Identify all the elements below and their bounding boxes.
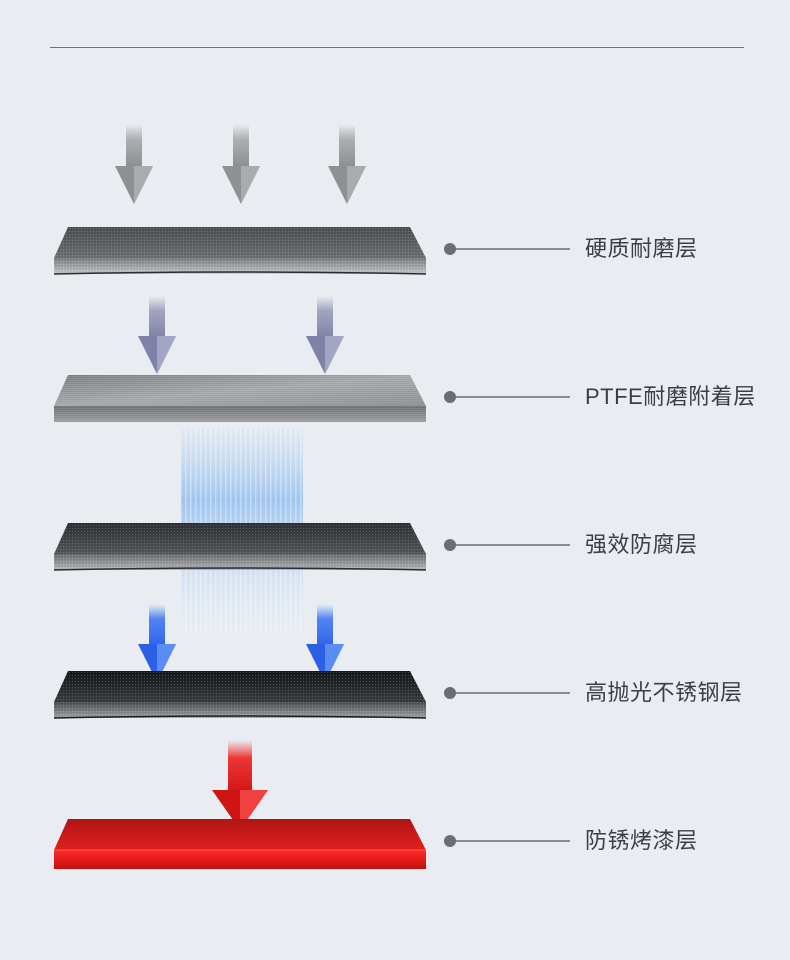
leader-line [444, 539, 570, 551]
layer-plate [53, 523, 427, 571]
arrow-icon [306, 604, 344, 682]
arrow-icon [328, 124, 366, 204]
leader-line [444, 391, 570, 403]
arrow-icon [212, 740, 268, 830]
blue-light-glow [181, 428, 303, 633]
layer-label-ptfe: PTFE耐磨附着层 [585, 384, 756, 409]
leader-line [444, 835, 570, 847]
arrow-icon [138, 604, 176, 682]
arrow-icon [306, 296, 344, 374]
arrow-icon [222, 124, 260, 204]
layer-plate [54, 375, 426, 422]
arrow-icon [138, 296, 176, 374]
layer-plate [54, 819, 426, 869]
layer-plate [53, 227, 427, 275]
leader-line [444, 243, 570, 255]
top-divider [50, 47, 744, 48]
leader-line [444, 687, 570, 699]
layer-label-hard-wear: 硬质耐磨层 [585, 236, 698, 261]
layer-label-stainless-steel: 高抛光不锈钢层 [585, 680, 743, 705]
layer-label-anticorrosion: 强效防腐层 [585, 532, 698, 557]
layer-plate [53, 671, 427, 719]
arrow-icon [115, 124, 153, 204]
layer-label-rust-paint: 防锈烤漆层 [585, 828, 698, 853]
